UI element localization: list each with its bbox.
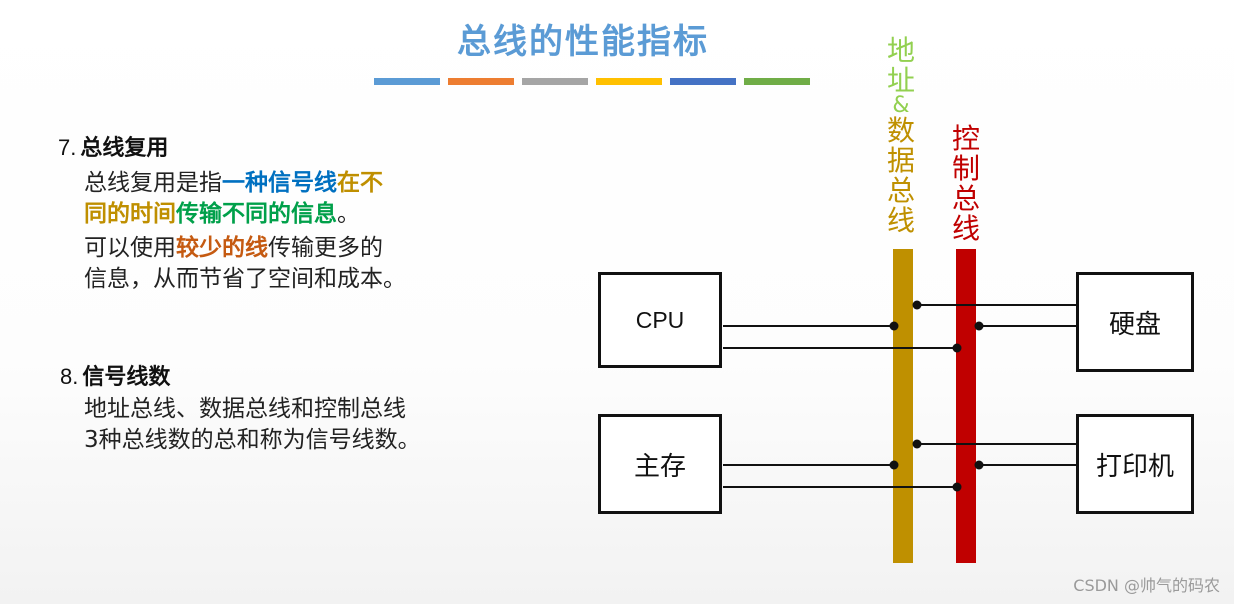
text-segment: 可以使用 — [84, 235, 176, 261]
control-bus-label-char: 控 — [951, 122, 980, 155]
text-segment: 总线复用是指 — [84, 170, 222, 196]
control-bus-label: 控制总线 — [950, 124, 982, 244]
section-7-heading: 7.总线复用 — [58, 130, 168, 162]
address-data-bus-label-char: 总 — [886, 174, 915, 207]
section-8-line-1: 地址总线、数据总线和控制总线 — [84, 396, 406, 422]
highlight-one-signal-line: 一种信号线 — [222, 170, 337, 196]
title-color-bar — [744, 78, 810, 85]
control-bus-label-char: 总 — [951, 182, 980, 215]
address-data-bus-label-char: 线 — [886, 204, 915, 237]
title-color-bars — [374, 78, 810, 85]
title-color-bar — [670, 78, 736, 85]
junction-dot — [974, 321, 984, 331]
section-7-number: 7. — [58, 135, 77, 160]
control-bus — [956, 249, 976, 563]
section-8-title: 信号线数 — [82, 365, 171, 390]
section-7-line-3: 可以使用较少的线传输更多的 — [84, 233, 406, 264]
title-color-bar — [448, 78, 514, 85]
section-7-paragraph-1: 总线复用是指一种信号线在不 同的时间传输不同的信息。 — [84, 168, 383, 230]
junction-dot — [912, 439, 922, 449]
section-7-paragraph-2: 可以使用较少的线传输更多的 信息，从而节省了空间和成本。 — [84, 233, 406, 295]
junction-dot — [952, 343, 962, 353]
main-memory-box: 主存 — [598, 414, 722, 514]
title-color-bar — [522, 78, 588, 85]
page-title: 总线的性能指标 — [457, 22, 709, 62]
address-data-bus-label-char: 址 — [886, 64, 915, 97]
printer-box: 打印机 — [1076, 414, 1194, 514]
section-7-line-4: 信息，从而节省了空间和成本。 — [84, 266, 406, 292]
highlight-fewer-lines: 较少的线 — [176, 235, 268, 261]
address-data-bus-label: 地址&数据总线 — [885, 36, 917, 236]
text-segment: 。 — [337, 201, 360, 227]
control-bus-label-char: 制 — [951, 152, 980, 185]
junction-dot — [974, 460, 984, 470]
junction-dot — [889, 460, 899, 470]
address-data-bus-label-char: 地 — [886, 34, 915, 67]
junction-dot — [952, 482, 962, 492]
title-color-bar — [596, 78, 662, 85]
highlight-at-different: 在不 — [337, 170, 383, 196]
address-data-bus-label-char: 据 — [886, 144, 915, 177]
section-7-title: 总线复用 — [80, 136, 169, 161]
highlight-transmit-different-info: 传输不同的信息 — [176, 201, 337, 227]
title-color-bar — [374, 78, 440, 85]
text-segment: 传输更多的 — [268, 235, 383, 261]
address-data-bus-label-char: & — [892, 93, 910, 118]
control-bus-label-char: 线 — [951, 212, 980, 245]
section-8-number: 8. — [60, 364, 79, 389]
section-8-paragraph: 地址总线、数据总线和控制总线 3种总线数的总和称为信号线数。 — [84, 394, 421, 456]
section-8-line-2: 3种总线数的总和称为信号线数。 — [84, 427, 421, 453]
section-7-line-2: 同的时间传输不同的信息。 — [84, 199, 383, 230]
junction-dot — [912, 300, 922, 310]
address-data-bus-label-char: 数 — [886, 114, 915, 147]
section-7-line-1: 总线复用是指一种信号线在不 — [84, 168, 383, 199]
footer-credit: CSDN @帅气的码农 — [1073, 576, 1220, 595]
junction-dot — [889, 321, 899, 331]
address-data-bus — [893, 249, 913, 563]
section-8-heading: 8.信号线数 — [60, 359, 170, 391]
highlight-different-times: 同的时间 — [84, 201, 176, 227]
hard-disk-box: 硬盘 — [1076, 272, 1194, 372]
cpu-box: CPU — [598, 272, 722, 368]
